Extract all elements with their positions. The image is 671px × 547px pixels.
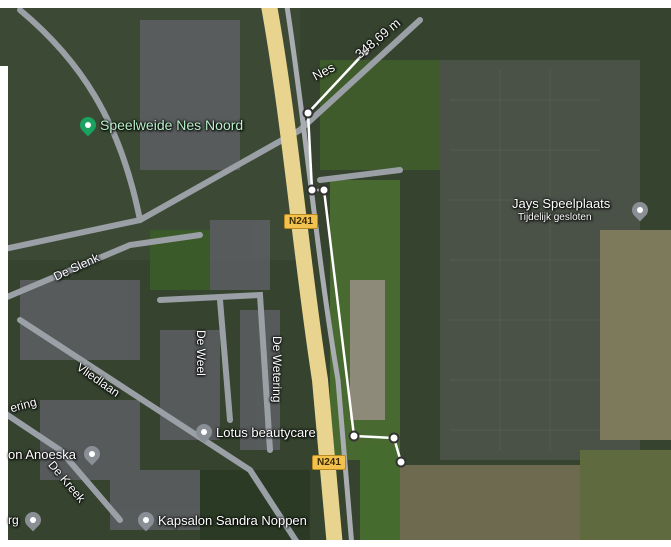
park-marker-icon <box>76 113 100 137</box>
place-name: Kapsalon Sandra Noppen <box>158 512 307 528</box>
route-shield-n241: N241 <box>312 455 346 470</box>
hair-salon-marker-icon <box>134 508 158 532</box>
place-kapsalon-sandra-noppen[interactable]: Kapsalon Sandra Noppen <box>134 508 307 532</box>
route-shield-n241: N241 <box>284 214 318 229</box>
place-partial-rg[interactable]: rg <box>8 508 44 532</box>
street-label-de-weel: De Weel <box>194 330 208 376</box>
place-lotus-beautycare[interactable]: Lotus beautycare <box>192 420 316 444</box>
place-status: Tijdelijk gesloten <box>518 212 592 223</box>
place-name: Jays Speelplaats <box>512 196 611 211</box>
place-name: on Anoeska <box>8 446 76 462</box>
place-partial-anoeska[interactable]: on Anoeska <box>8 442 104 466</box>
place-jays-speelplaats[interactable]: Jays Speelplaats Tijdelijk gesloten <box>512 196 652 232</box>
place-name: Lotus beautycare <box>216 424 316 440</box>
place-name: rg <box>8 513 19 527</box>
shop-marker-icon <box>21 508 44 532</box>
frame-edge-left <box>0 66 8 547</box>
frame-edge-bottom <box>0 540 671 547</box>
shop-marker-icon <box>80 442 104 466</box>
playground-marker-icon <box>628 198 652 222</box>
place-name: Speelweide Nes Noord <box>100 117 244 133</box>
place-speelweide-nes-noord[interactable]: Speelweide Nes Noord <box>76 113 244 137</box>
beauty-marker-icon <box>192 420 216 444</box>
street-label-de-wetering: De Wetering <box>270 336 284 403</box>
frame-edge-top <box>0 0 671 8</box>
